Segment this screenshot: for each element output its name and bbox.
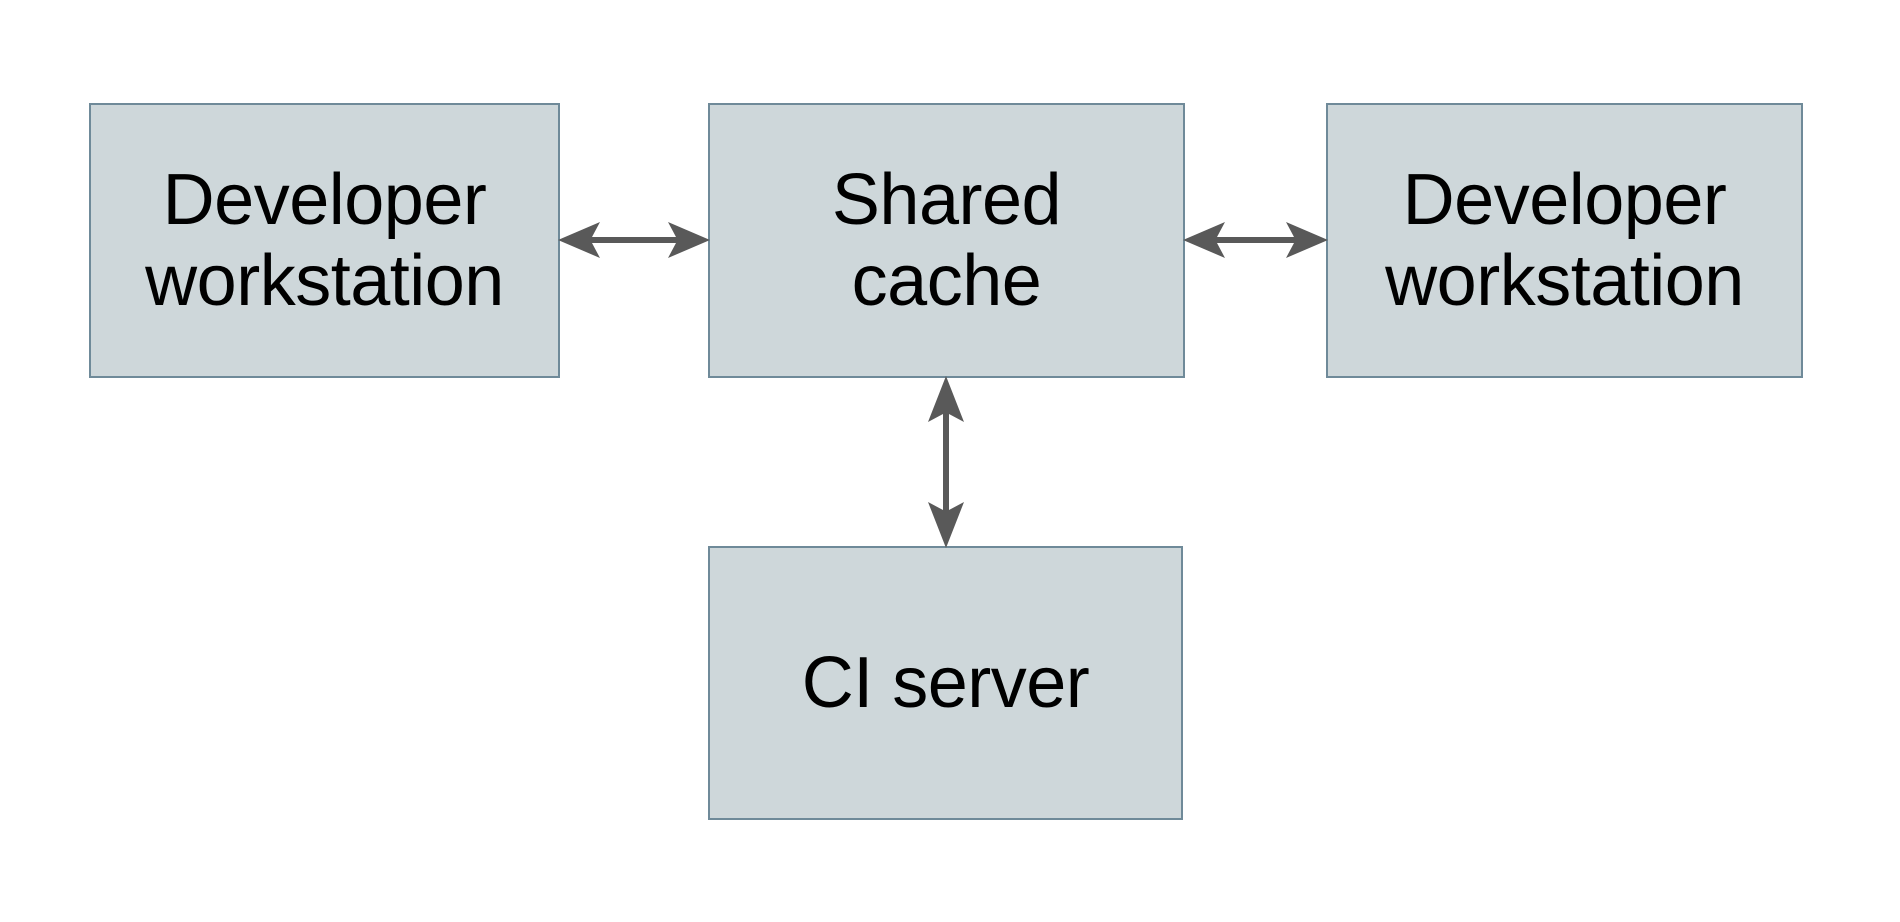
- node-developer-workstation-left[interactable]: Developer workstation: [89, 103, 560, 378]
- node-label: Developer workstation: [145, 159, 504, 321]
- double-arrow-icon: [928, 376, 964, 548]
- node-developer-workstation-right[interactable]: Developer workstation: [1326, 103, 1803, 378]
- connector-shared-cache-to-ci-server[interactable]: [918, 374, 974, 550]
- node-ci-server[interactable]: CI server: [708, 546, 1183, 820]
- connector-dev-left-to-shared-cache[interactable]: [556, 212, 712, 268]
- node-label: CI server: [801, 642, 1090, 723]
- node-shared-cache[interactable]: Shared cache: [708, 103, 1185, 378]
- node-label: Shared cache: [831, 159, 1062, 321]
- connector-shared-cache-to-dev-right[interactable]: [1181, 212, 1330, 268]
- double-arrow-icon: [558, 222, 710, 258]
- double-arrow-icon: [1183, 222, 1328, 258]
- node-label: Developer workstation: [1385, 159, 1744, 321]
